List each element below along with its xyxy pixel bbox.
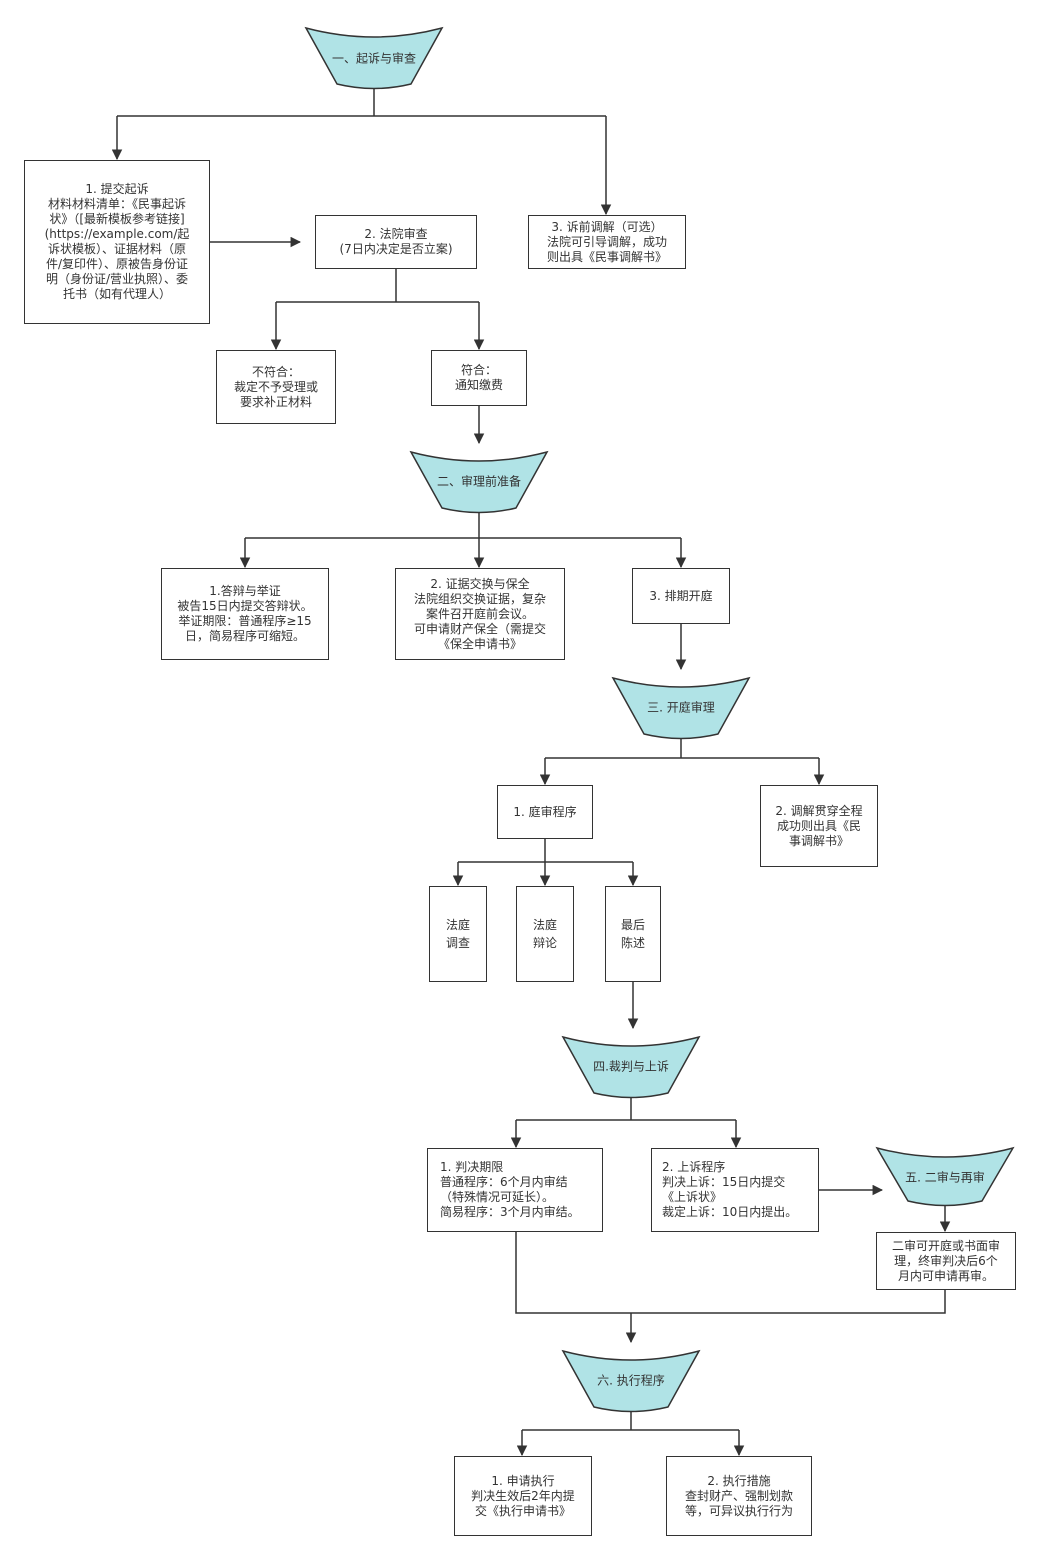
accept-box: 符合：通知缴费 <box>431 350 527 406</box>
phase-4-shape <box>561 1035 701 1099</box>
appeal-procedure-box: 2. 上诉程序判决上诉：15日内提交《上诉状》裁定上诉：10日内提出。 <box>651 1148 819 1232</box>
execution-measures-box: 2. 执行措施查封财产、强制划款等，可异议执行行为 <box>666 1456 812 1536</box>
phase-6-shape <box>561 1349 701 1413</box>
trial-procedure-box: 1. 庭审程序 <box>497 785 593 839</box>
reject-box: 不符合：裁定不予受理或要求补正材料 <box>216 350 336 424</box>
pre-mediation-box: 3. 诉前调解（可选）法院可引导调解，成功则出具《民事调解书》 <box>528 215 686 269</box>
phase-1-shape <box>304 26 444 90</box>
phase-2-shape <box>409 450 549 514</box>
phase-3-shape <box>611 676 751 740</box>
submit-complaint-box: 1. 提交起诉材料材料清单：《民事起诉状》（[最新模板参考链接](https:/… <box>24 160 210 324</box>
phase-5-label: 五. 二审与再审 <box>905 1170 985 1185</box>
phase-3-label: 三. 开庭审理 <box>647 700 715 715</box>
schedule-trial-box: 3. 排期开庭 <box>632 568 730 624</box>
trial-mediation-box: 2. 调解贯穿全程成功则出具《民事调解书》 <box>760 785 878 867</box>
final-statement-box: 最后陈述 <box>605 886 661 982</box>
phase-5-shape <box>875 1146 1015 1207</box>
phase-1-label: 一、起诉与审查 <box>331 51 417 66</box>
phase-6-label: 六. 执行程序 <box>597 1373 665 1388</box>
evidence-exchange-box: 2. 证据交换与保全法院组织交换证据，复杂案件召开庭前会议。可申请财产保全（需提… <box>395 568 565 660</box>
judgment-term-box: 1. 判决期限普通程序：6个月内审结（特殊情况可延长）。简易程序：3个月内审结。 <box>427 1148 603 1232</box>
phase-4-label: 四.裁判与上诉 <box>593 1059 669 1074</box>
phase-2-label: 二、审理前准备 <box>436 474 522 489</box>
connector-line <box>515 1232 946 1314</box>
court-investigation-box: 法庭调查 <box>429 886 487 982</box>
second-instance-box: 二审可开庭或书面审理，终审判决后6个月内可申请再审。 <box>876 1232 1016 1290</box>
court-review-box: 2. 法院审查(7日内决定是否立案) <box>315 215 477 269</box>
apply-execution-box: 1. 申请执行判决生效后2年内提交《执行申请书》 <box>454 1456 592 1536</box>
court-debate-box: 法庭辩论 <box>516 886 574 982</box>
